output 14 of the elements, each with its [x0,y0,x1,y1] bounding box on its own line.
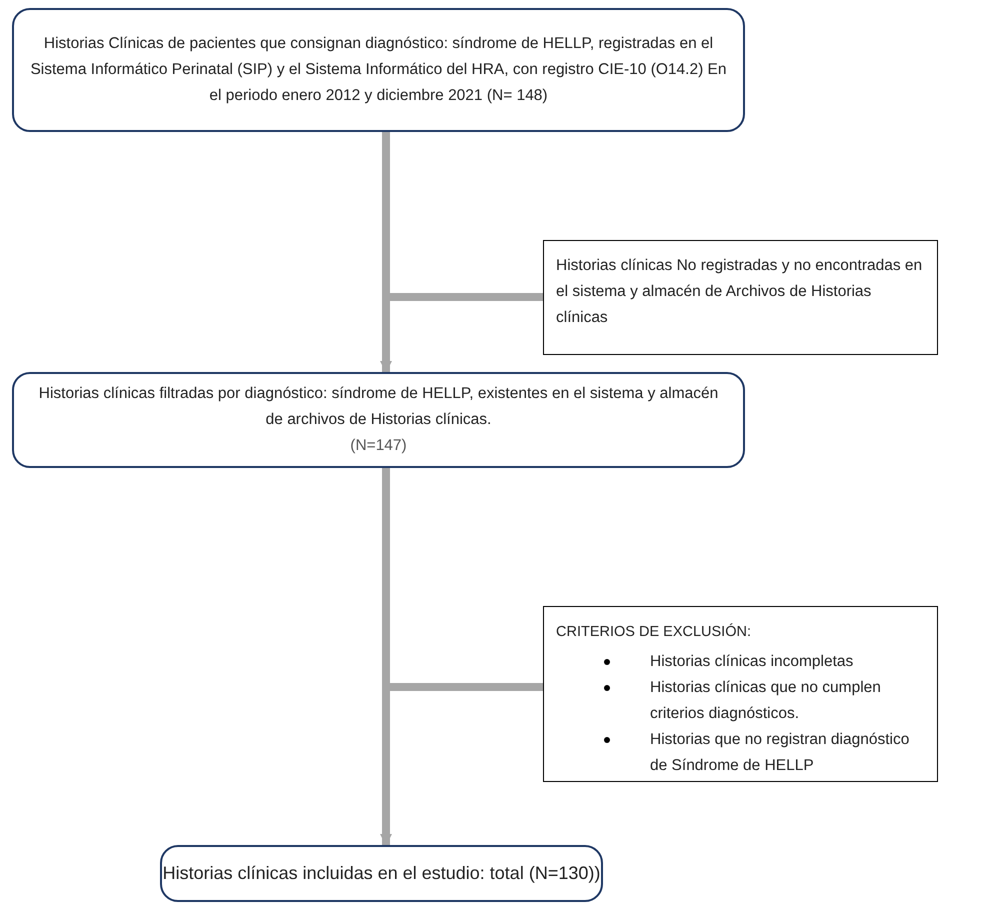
list-item: Historias clínicas que no cumplen criterios diagnósticos. [650,678,882,724]
box-text: Historias clínicas No registradas y no encontradas en el sistema y almacén de Archivos de Historias clínicas [556,256,924,328]
note-box [543,240,938,355]
box-heading: CRITERIOS DE EXCLUSIÓN: [556,622,752,642]
process-box [12,372,745,468]
box-text: Historias Clínicas de pacientes que consignan diagnóstico: síndrome de HELLP, registradas en el Sistema Informático Perinatal (SIP) y el Sistema Informático del HRA, con registro CIE-10 (O14.2) En el periodo enero 2012 y diciembre 2021 (N= 148) [30,34,727,106]
box-text: Historias clínicas filtradas por diagnóstico: síndrome de HELLP, existentes en el sistema y almacén de archivos de Historias clínicas. [38,384,720,430]
list-item: Historias que no registran diagnóstico de Síndrome de HELLP [650,730,910,776]
box-text: Historias clínicas incluidas en el estudio: total (N=130)) [162,862,600,885]
box-text: (N=147) [350,436,407,456]
note-box [543,606,938,782]
list-item: Historias clínicas incompletas [650,652,854,672]
process-box [160,845,603,902]
process-box [12,8,745,132]
